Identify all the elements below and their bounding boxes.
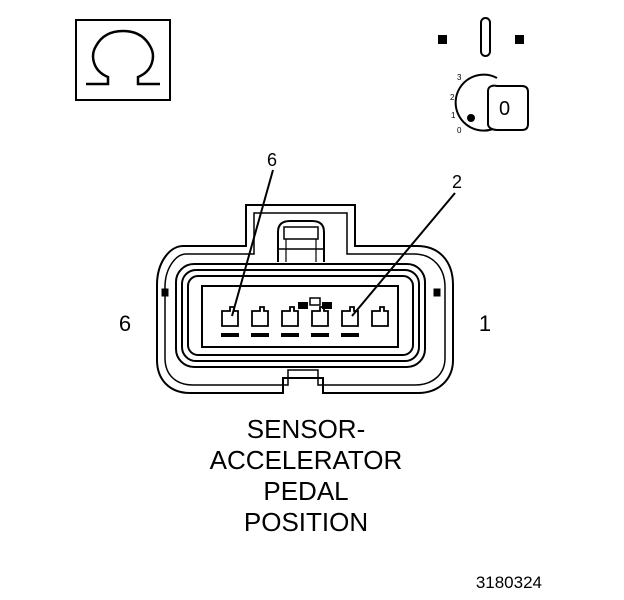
ignition-left-marker — [438, 35, 447, 44]
ignition-position-3: 3 — [457, 73, 462, 82]
ignition-position-2: 2 — [450, 93, 455, 102]
connector-end-label-right: 1 — [479, 311, 491, 336]
caption-line-2: ACCELERATOR — [210, 445, 403, 475]
caption-line-1: SENSOR- — [247, 414, 365, 444]
callout-line-pin-2 — [351, 192, 456, 317]
ignition-key-label: 0 — [499, 98, 510, 120]
ignition-key-slot — [480, 17, 491, 57]
callout-label-pin-2: 2 — [452, 172, 462, 192]
ohm-symbol — [75, 19, 171, 101]
ignition-position-1: 1 — [451, 111, 456, 120]
ignition-position-0: 0 — [457, 126, 462, 135]
connector-end-label-left: 6 — [119, 311, 131, 336]
callout-line-pin-6 — [231, 169, 274, 317]
connector-pin-1 — [371, 306, 389, 327]
ignition-key-icon — [454, 73, 529, 132]
connector-icon — [156, 204, 454, 394]
figure-id: 3180324 — [476, 573, 542, 592]
connector-pin-3 — [311, 306, 329, 337]
connector-pin-6 — [221, 306, 239, 337]
caption-line-3: PEDAL — [263, 476, 348, 506]
ignition-right-marker — [515, 35, 524, 44]
ohm-icon — [86, 29, 160, 86]
connector-pin-4 — [281, 306, 299, 337]
callout-label-pin-6: 6 — [267, 150, 277, 170]
caption: SENSOR- ACCELERATOR PEDAL POSITION — [210, 414, 403, 537]
ignition-switch: 3 2 1 0 0 — [438, 17, 529, 135]
connector-pin-5 — [251, 306, 269, 337]
caption-line-4: POSITION — [244, 507, 368, 537]
